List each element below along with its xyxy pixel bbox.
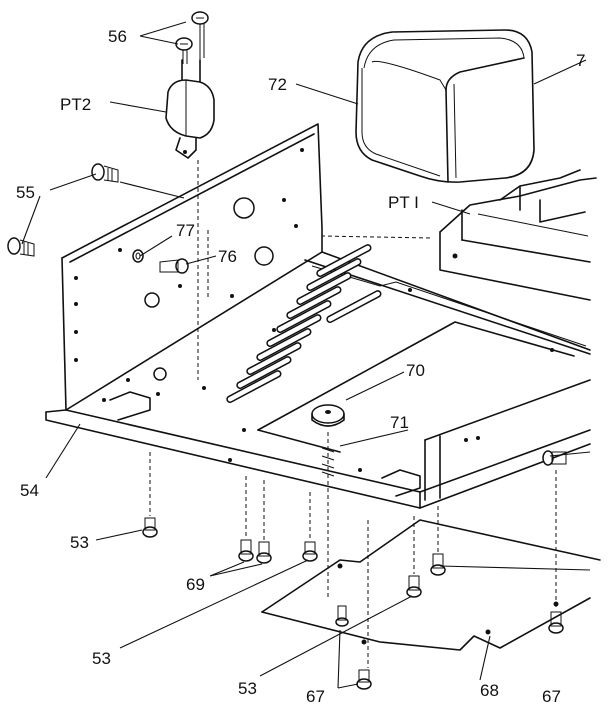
chassis-base [45, 251, 591, 509]
label-pt1: PT I [388, 193, 419, 212]
transformer-72 [355, 29, 535, 183]
label-pt2: PT2 [60, 95, 91, 114]
screw-69-b [256, 541, 272, 564]
screw-right-side [542, 450, 567, 466]
label-67-left: 67 [306, 687, 325, 706]
label-77: 77 [176, 221, 195, 240]
screw-76 [159, 258, 189, 274]
screw-67-c [548, 611, 564, 634]
screw-53-left [142, 517, 158, 538]
bottom-plate-68 [261, 519, 601, 651]
ventilation-slots [226, 244, 382, 403]
screw-67-a [335, 605, 349, 627]
label-71: 71 [390, 413, 409, 432]
label-69: 69 [186, 575, 205, 594]
spring-71 [321, 432, 335, 600]
label-68: 68 [480, 681, 499, 700]
screw-55-upper [91, 163, 119, 183]
screw-55-lower [7, 237, 35, 257]
label-53-left: 53 [70, 533, 89, 552]
rear-panel [61, 123, 323, 411]
part-labels: 56 PT2 72 7 PT I 55 77 76 70 71 54 53 69… [16, 27, 585, 706]
screw-56-lower [175, 37, 193, 64]
label-70: 70 [406, 361, 425, 380]
label-55: 55 [16, 183, 35, 202]
screw-56-upper [191, 11, 209, 60]
label-76: 76 [218, 247, 237, 266]
label-56: 56 [108, 27, 127, 46]
screw-69-a [238, 539, 254, 562]
leader-lines [21, 21, 591, 689]
label-7: 7 [576, 51, 585, 70]
component-pt2 [165, 59, 215, 159]
transformer-pt1 [439, 169, 597, 301]
screw-53-lower [406, 575, 422, 598]
label-72: 72 [268, 75, 287, 94]
foot-70 [311, 404, 345, 427]
washer-77 [132, 249, 144, 263]
label-53-lower: 53 [238, 679, 257, 698]
assembly-dashed-lines [149, 230, 557, 668]
label-54: 54 [20, 481, 39, 500]
label-53-middle: 53 [92, 649, 111, 668]
screw-53-middle [302, 541, 318, 562]
label-67-right: 67 [542, 687, 561, 706]
screw-upper-right [430, 553, 446, 576]
screw-67-b [356, 669, 372, 690]
